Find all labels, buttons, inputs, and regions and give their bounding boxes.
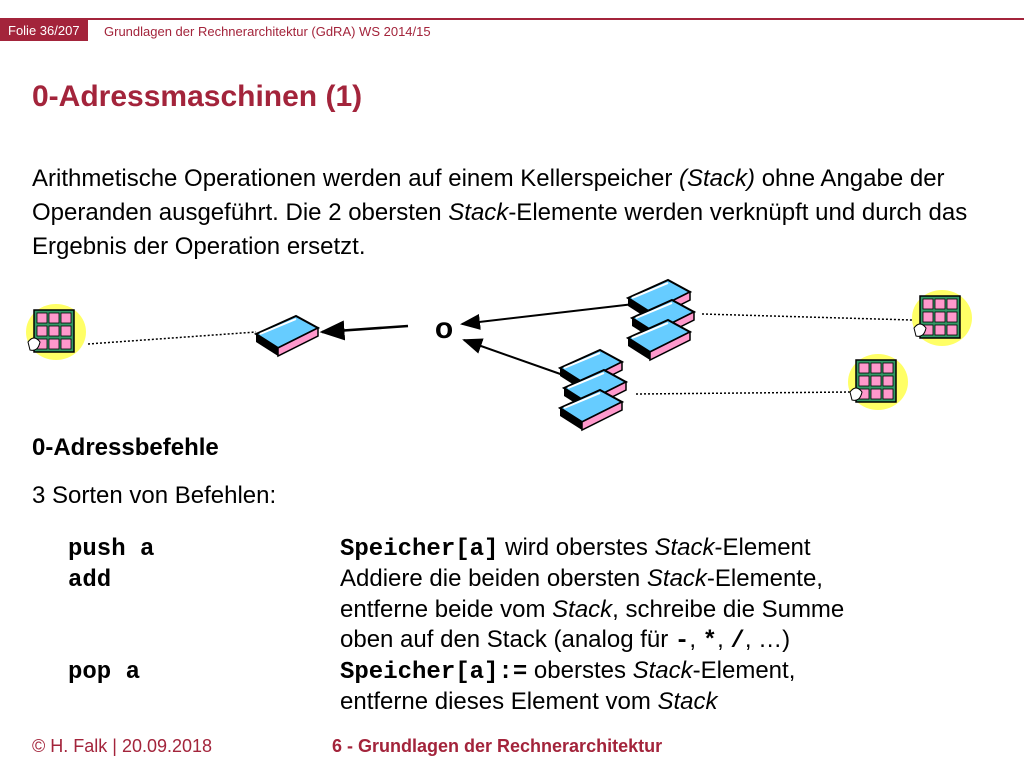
push-description: Speicher[a] wird oberstes Stack-Element bbox=[340, 534, 811, 563]
cmd-push: push a bbox=[68, 536, 155, 563]
cmd-add: add bbox=[68, 567, 112, 594]
footer-chapter: 6 - Grundlagen der Rechnerarchitektur bbox=[332, 736, 663, 756]
memory-cabinet-icon-left bbox=[25, 303, 87, 361]
dotted-line-left bbox=[87, 331, 257, 345]
book-stack-icon-top bbox=[627, 279, 695, 361]
slide-counter: Folie 36/207 bbox=[0, 20, 88, 41]
course-title: Grundlagen der Rechnerarchitektur (GdRA)… bbox=[104, 24, 431, 39]
memory-cabinet-icon-top-right bbox=[911, 289, 973, 347]
operator-symbol: o bbox=[435, 312, 453, 345]
pop-description-line-2: entferne dieses Element vom Stack bbox=[340, 688, 718, 715]
arrow-second-operand bbox=[462, 338, 567, 377]
memory-cabinet-icon-bottom-right bbox=[847, 353, 909, 411]
arrow-top-operand bbox=[460, 303, 635, 330]
arrow-to-result bbox=[319, 320, 409, 341]
dotted-line-bottom bbox=[635, 391, 853, 395]
add-description-line-3: oben auf den Stack (analog für -, *, /, … bbox=[340, 626, 791, 655]
section-heading: 0-Adressbefehle bbox=[32, 434, 219, 461]
footer-author: © H. Falk | 20.09.2018 bbox=[32, 736, 213, 756]
book-stack-icon-result bbox=[255, 315, 319, 357]
sorts-line: 3 Sorten von Befehlen: bbox=[32, 482, 277, 509]
add-description-line-1: Addiere die beiden obersten Stack-Elemen… bbox=[340, 565, 823, 592]
book-stack-icon-second bbox=[559, 349, 627, 431]
slide-title: 0-Adressmaschinen (1) bbox=[32, 80, 363, 113]
stack-operation-diagram: o bbox=[25, 279, 973, 431]
intro-paragraph: Arithmetische Operationen werden auf ein… bbox=[32, 165, 968, 260]
pop-description-line-1: Speicher[a]:= oberstes Stack-Element, bbox=[340, 657, 796, 686]
add-description-line-2: entferne beide vom Stack, schreibe die S… bbox=[340, 596, 845, 623]
cmd-pop: pop a bbox=[68, 659, 141, 686]
header-rule bbox=[0, 18, 1024, 20]
dotted-line-top bbox=[701, 313, 913, 321]
